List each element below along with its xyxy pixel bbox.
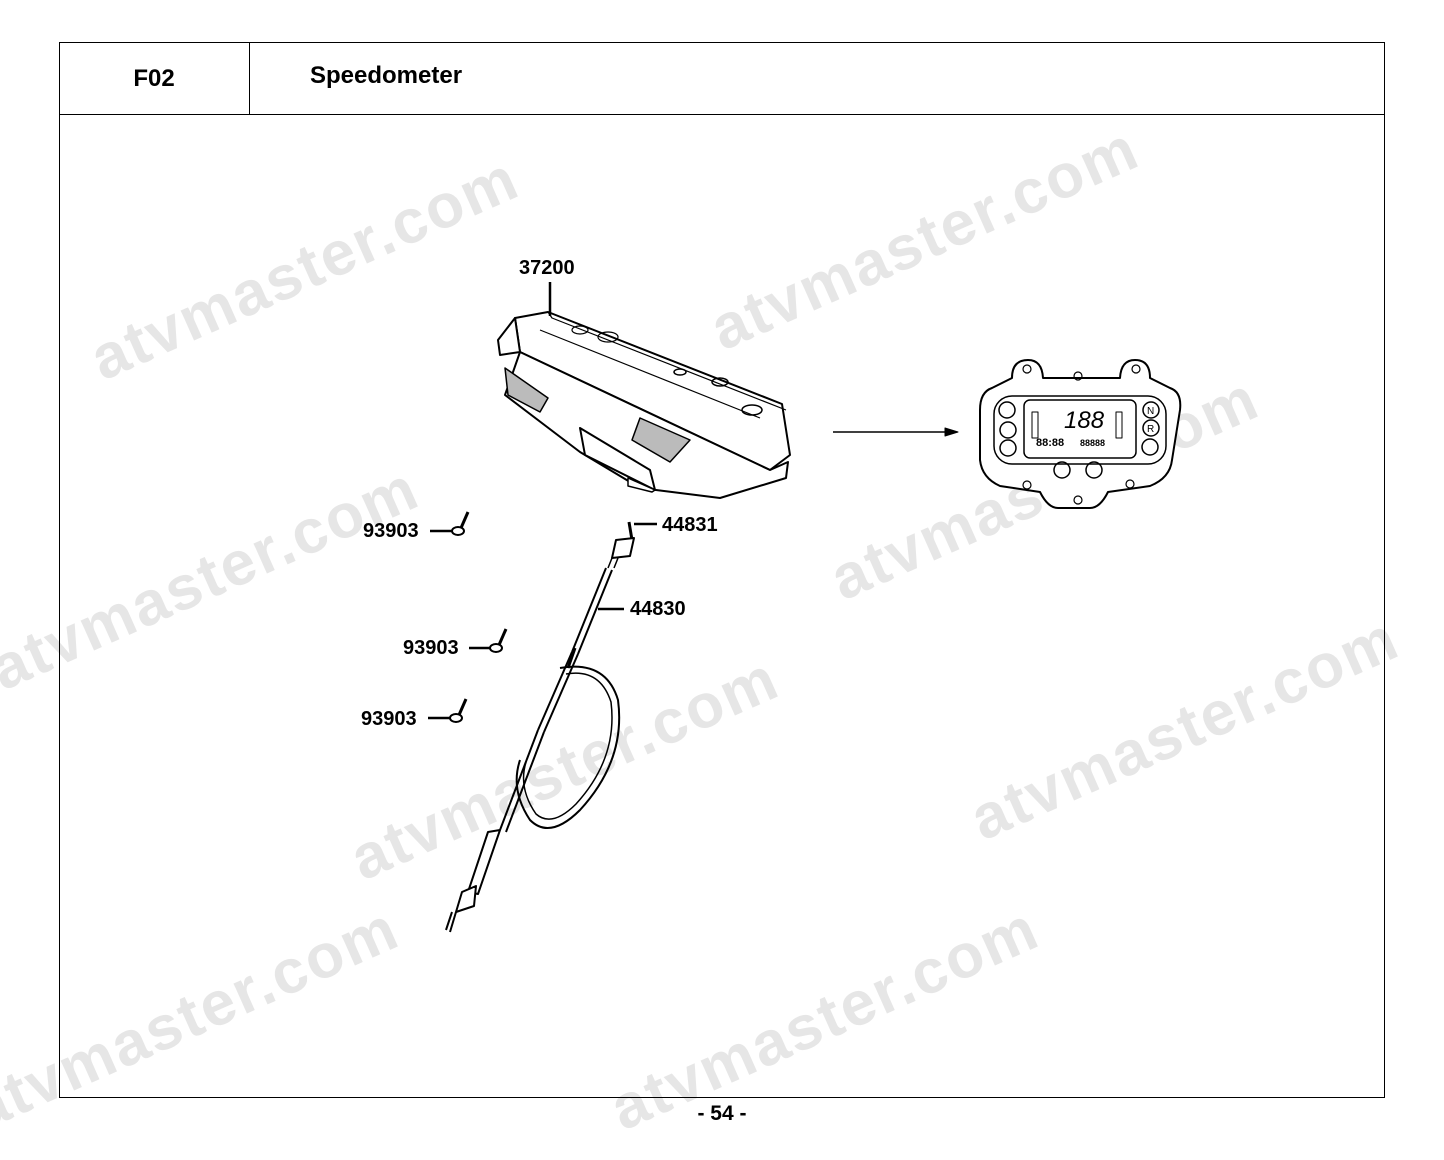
callout-44831: 44831 [662, 514, 718, 536]
screw-93903 [449, 698, 468, 723]
page-number: - 54 - [697, 1102, 747, 1125]
screw-93903 [451, 511, 470, 536]
callout-93903: 93903 [363, 520, 419, 542]
display-odometer: 88888 [1080, 438, 1105, 448]
page-title: Speedometer [310, 62, 463, 89]
display-clock: 88:88 [1036, 437, 1064, 449]
section-code: F02 [59, 42, 250, 115]
callout-93903: 93903 [361, 708, 417, 730]
callout-37200: 37200 [519, 257, 575, 279]
header-divider [59, 114, 1385, 115]
display-main-digits: 188 [1064, 407, 1105, 434]
callout-93903: 93903 [403, 637, 459, 659]
speedometer-housing [497, 311, 791, 499]
arrow-head [944, 427, 959, 437]
neutral-indicator: N [1147, 406, 1154, 417]
speedometer-cable [445, 521, 635, 933]
screw-93903 [489, 628, 508, 653]
page-frame [59, 42, 1385, 1098]
digital-display-unit [979, 359, 1182, 509]
callout-44830: 44830 [630, 598, 686, 620]
reverse-indicator: R [1147, 424, 1154, 435]
